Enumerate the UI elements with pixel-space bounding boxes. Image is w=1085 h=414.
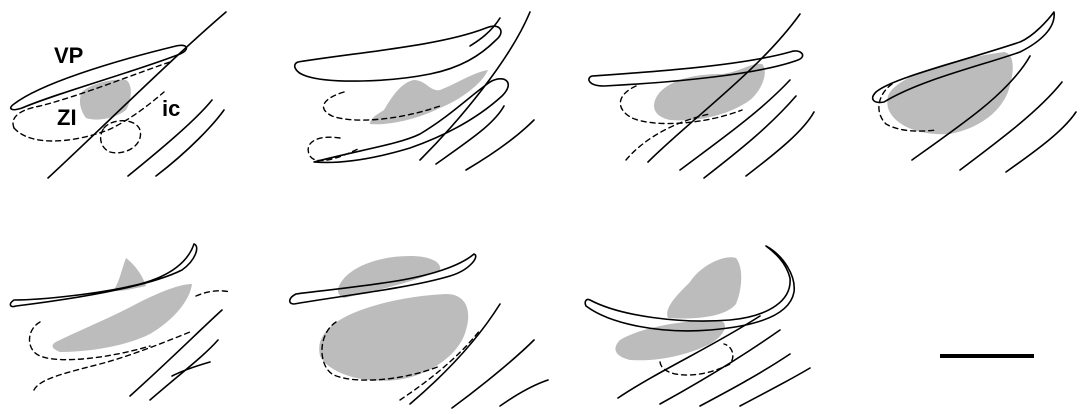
section-panel-2 — [295, 12, 534, 170]
ic-boundary-2 — [436, 106, 504, 164]
section-panel-1: VP ZI ic — [11, 12, 226, 178]
lesion-area-main — [319, 294, 468, 381]
ic-boundary-3 — [700, 354, 790, 406]
ic-boundary-3 — [500, 380, 548, 406]
lesion-area-upper — [667, 257, 741, 318]
ic-boundary-1 — [48, 12, 226, 178]
ic-boundary-4 — [740, 368, 810, 406]
section-panel-7 — [585, 246, 810, 406]
ic-boundary-3 — [172, 362, 210, 376]
section-panel-4 — [873, 12, 1076, 172]
lesion-area-main — [53, 284, 193, 352]
label-ic: ic — [162, 96, 180, 121]
section-panel-6 — [290, 254, 548, 408]
label-zi: ZI — [57, 105, 77, 130]
ic-boundary-3 — [1006, 112, 1076, 172]
ic-boundary-4 — [746, 112, 814, 176]
label-vp: VP — [54, 43, 83, 68]
section-panel-5 — [10, 244, 230, 400]
lesion-area-lower — [615, 320, 725, 360]
vp-outline — [295, 26, 501, 81]
lesion-area-upper — [338, 256, 440, 298]
dashed-nucleus — [101, 121, 141, 153]
zi-outline-extra — [196, 291, 230, 296]
ic-boundary-3 — [466, 120, 534, 170]
section-panel-3 — [589, 14, 814, 178]
